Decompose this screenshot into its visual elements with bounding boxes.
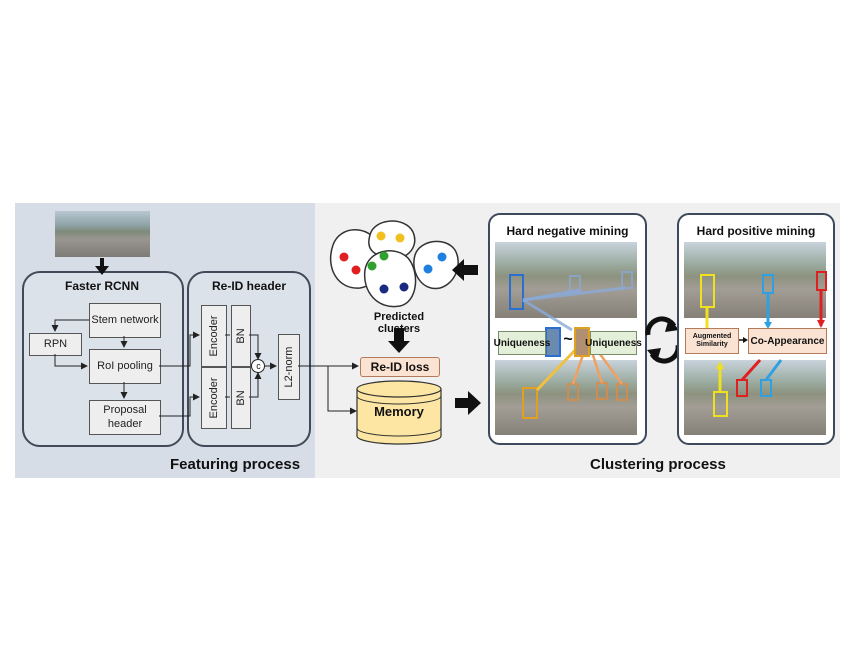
proposal-header-box: Proposal header [89,400,161,435]
hard-negative-title: Hard negative mining [506,224,629,238]
predicted-clusters-label: Predicted clusters [373,311,425,335]
augmented-similarity-box: Augmented Similarity [685,328,739,354]
cluster-point [367,261,377,271]
roi-pooling-box: RoI pooling [89,349,161,384]
cluster-point [339,252,349,262]
hard-negative-top-image [495,242,637,318]
encoder-top-box: Encoder [201,305,227,367]
input-image [55,211,150,257]
rpn-box: RPN [29,333,82,356]
memory-label: Memory [374,404,424,419]
cluster-point [423,264,433,274]
co-appearance-box: Co-Appearance [748,328,827,354]
l2-norm-box: L2-norm [278,334,300,400]
bn-bottom-box: BN [231,367,251,429]
encoder-bottom-box: Encoder [201,367,227,429]
concat-label: c [256,361,261,371]
cluster-point [395,233,405,243]
bn-top-box: BN [231,305,251,367]
faster-rcnn-title: Faster RCNN [64,279,139,293]
hard-positive-bottom-image [684,360,826,435]
cluster-point [379,284,389,294]
cluster-point [437,252,447,262]
tilde-symbol: ~ [563,331,573,348]
cluster-point [376,231,386,241]
cluster-point [351,265,361,275]
cluster-point [399,282,409,292]
hard-positive-title: Hard positive mining [696,224,816,238]
cluster-point [379,251,389,261]
uniqueness-right: Uniqueness [585,331,642,355]
clustering-process-label: Clustering process [590,456,726,473]
uniqueness-left: Uniqueness [494,331,550,355]
stem-network-box: Stem network [89,303,161,338]
reid-loss-box: Re-ID loss [360,357,440,377]
hard-positive-top-image [684,242,826,318]
reid-header-title: Re-ID header [211,279,287,293]
featuring-process-label: Featuring process [170,456,301,473]
